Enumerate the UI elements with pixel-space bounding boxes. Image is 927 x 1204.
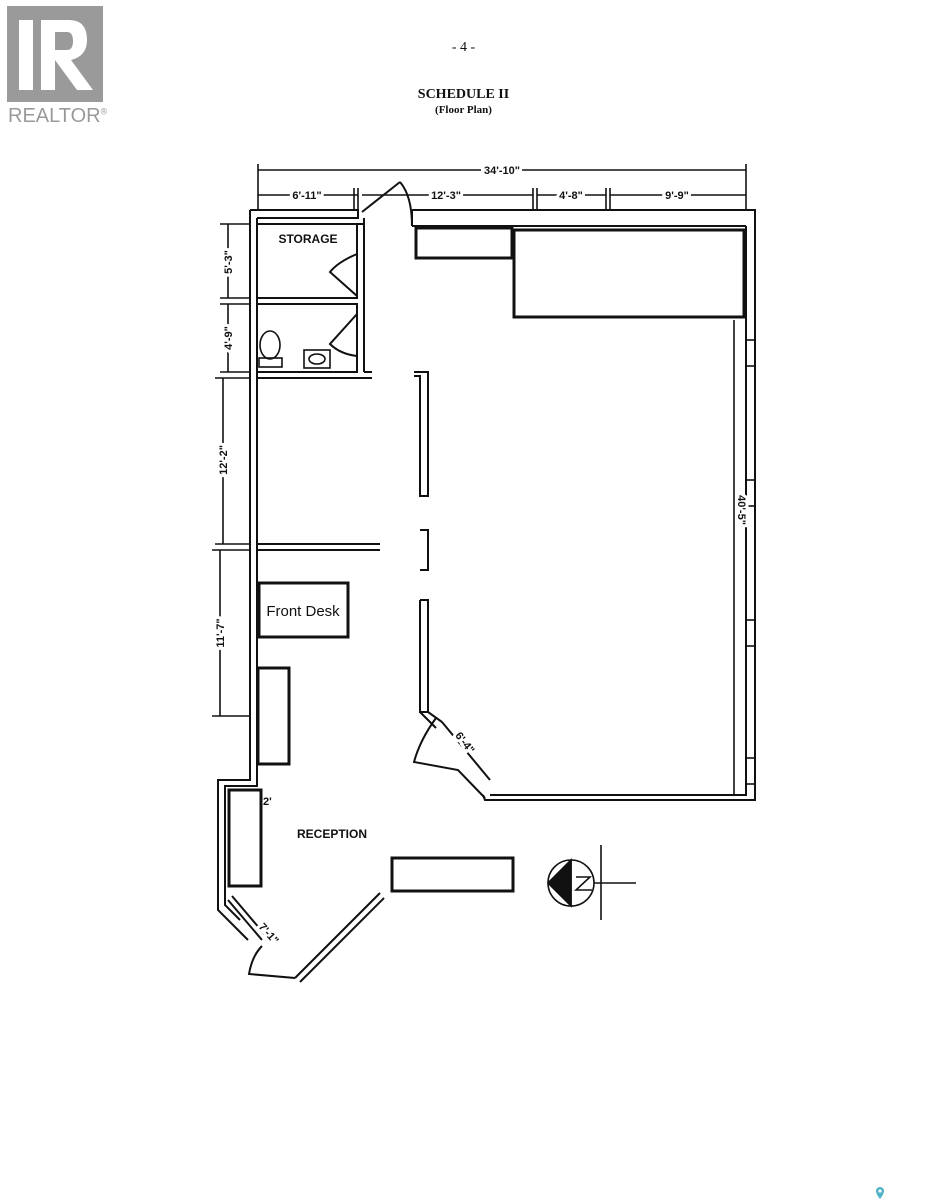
page-number: - 4 -: [451, 40, 476, 55]
entry-door-dim: 7'-1": [256, 921, 281, 947]
front-desk: [257, 581, 350, 639]
left-dim-3: 12'-2": [218, 445, 230, 475]
top-dim-1: 6'-11": [292, 190, 321, 202]
storage-label: STORAGE: [278, 232, 337, 246]
entry-door: [227, 892, 385, 983]
document-title: SCHEDULE II: [417, 87, 510, 102]
realtor-logo: REALTOR®: [4, 6, 112, 127]
side-door-dim: 6'-4": [452, 730, 476, 756]
cabinets: [414, 226, 746, 319]
reception-label: RECEPTION: [297, 827, 367, 841]
left-dim-2: 4'-9": [223, 326, 235, 350]
dimension-top-segments: [258, 188, 746, 210]
top-entry-door: [361, 181, 413, 227]
counters: [227, 666, 515, 893]
north-arrow-icon: [546, 845, 636, 920]
left-dim-4: 11'-7": [215, 618, 227, 647]
toilet-icon: [258, 330, 283, 368]
sink-icon: [303, 349, 331, 369]
realtor-wordmark: REALTOR®: [8, 105, 108, 127]
right-height-label: 40'-5": [735, 495, 747, 525]
front-desk-label: Front Desk: [266, 603, 340, 620]
document-subtitle: (Floor Plan): [435, 104, 492, 116]
overall-width-label: 34'-10": [484, 165, 520, 177]
dimension-left-segments: [212, 223, 250, 717]
top-dim-2: 12'-3": [431, 190, 461, 202]
dimension-overall-width: [257, 164, 747, 210]
map-pin-icon: [875, 1186, 885, 1204]
top-dim-4: 9'-9": [665, 190, 689, 202]
windows: [745, 339, 756, 785]
exterior-walls: [217, 209, 756, 941]
left-dim-1: 5'-3": [223, 250, 235, 274]
realtor-r-icon: [7, 6, 103, 102]
storage-room: [256, 218, 372, 373]
interior-walls: [257, 371, 429, 713]
counter-width-label: 2': [263, 796, 272, 808]
side-door: [412, 711, 491, 799]
top-dim-3: 4'-8": [559, 190, 583, 202]
